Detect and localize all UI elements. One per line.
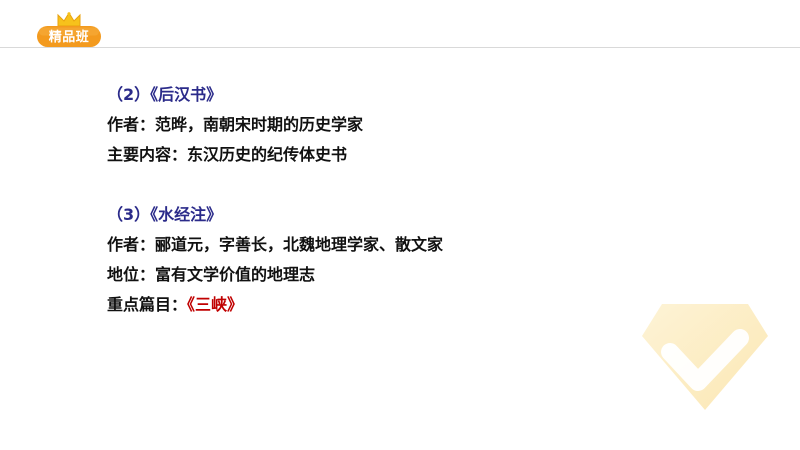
line-label: 作者：: [107, 115, 156, 134]
content-body: （2）《后汉书》 作者：范晔，南朝宋时期的历史学家 主要内容：东汉历史的纪传体史…: [107, 80, 627, 320]
text-line: 主要内容：东汉历史的纪传体史书: [107, 140, 627, 170]
checkmark-diamond-icon: [640, 298, 770, 414]
crown-icon: [37, 12, 101, 47]
line-value: 东汉历史的纪传体史书: [187, 145, 348, 164]
text-line: 作者：范晔，南朝宋时期的历史学家: [107, 110, 627, 140]
line-label: 作者：: [107, 235, 156, 254]
course-badge: 精品班: [36, 12, 102, 48]
line-label: 主要内容：: [107, 145, 188, 164]
line-value: 郦道元，字善长，北魏地理学家、散文家: [155, 235, 444, 254]
line-value: 富有文学价值的地理志: [155, 265, 316, 284]
section-spacer: [107, 170, 627, 200]
header-divider: [0, 47, 800, 48]
section-heading-shui-jing-zhu: （3）《水经注》: [107, 205, 223, 224]
text-line: 地位：富有文学价值的地理志: [107, 260, 627, 290]
line-label: 重点篇目：: [107, 295, 188, 314]
section-heading-hou-han-shu: （2）《后汉书》: [107, 85, 223, 104]
text-line: 作者：郦道元，字善长，北魏地理学家、散文家: [107, 230, 627, 260]
line-label: 地位：: [107, 265, 156, 284]
text-line: 重点篇目：《三峡》: [107, 290, 627, 320]
key-chapter-highlight: 《三峡》: [187, 295, 244, 314]
badge-label: 精品班: [48, 30, 90, 45]
line-value: 范晔，南朝宋时期的历史学家: [155, 115, 364, 134]
